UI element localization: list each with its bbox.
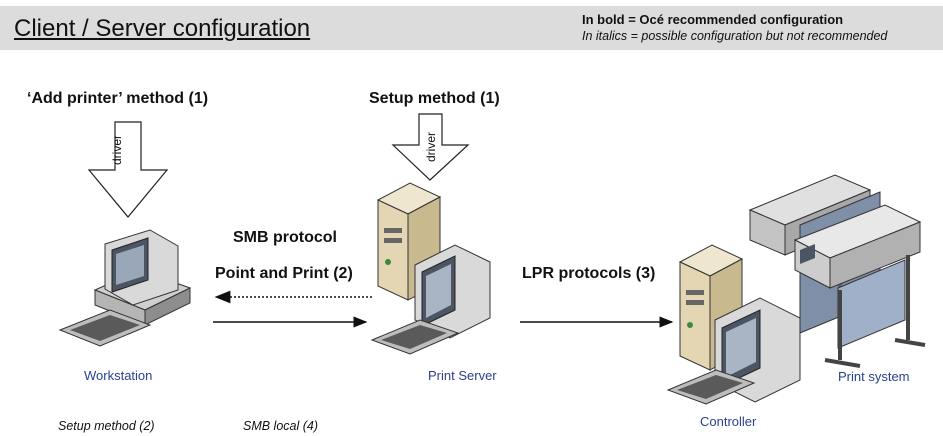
point-and-print-label: Point and Print (2) [215, 265, 353, 282]
print-system-caption: Print system [838, 369, 910, 384]
print-system-icon [748, 174, 926, 368]
driver-arrow-left [87, 121, 169, 218]
page-title: Client / Server configuration [14, 15, 311, 42]
driver-arrow-right [391, 113, 470, 181]
driver-label-left: driver [110, 134, 124, 165]
setup-method-2-note: Setup method (2) [58, 419, 155, 433]
legend-italic: In italics = possible configuration but … [582, 29, 888, 43]
workstation-icon [58, 229, 192, 347]
print-server-caption: Print Server [428, 368, 497, 383]
controller-icon [666, 244, 801, 405]
legend-bold: In bold = Océ recommended configuration [582, 12, 844, 27]
header-bar [0, 6, 943, 50]
driver-label-right: driver [424, 131, 438, 162]
smb-protocol-label: SMB protocol [233, 229, 337, 246]
workstation-caption: Workstation [84, 368, 153, 383]
smb-local-note: SMB local (4) [243, 419, 319, 433]
setup-method-label: Setup method (1) [369, 90, 500, 107]
add-printer-method-label: ‘Add printer’ method (1) [27, 90, 209, 107]
controller-caption: Controller [700, 414, 757, 429]
print-server-icon [370, 182, 491, 355]
lpr-protocols-label: LPR protocols (3) [522, 265, 656, 282]
